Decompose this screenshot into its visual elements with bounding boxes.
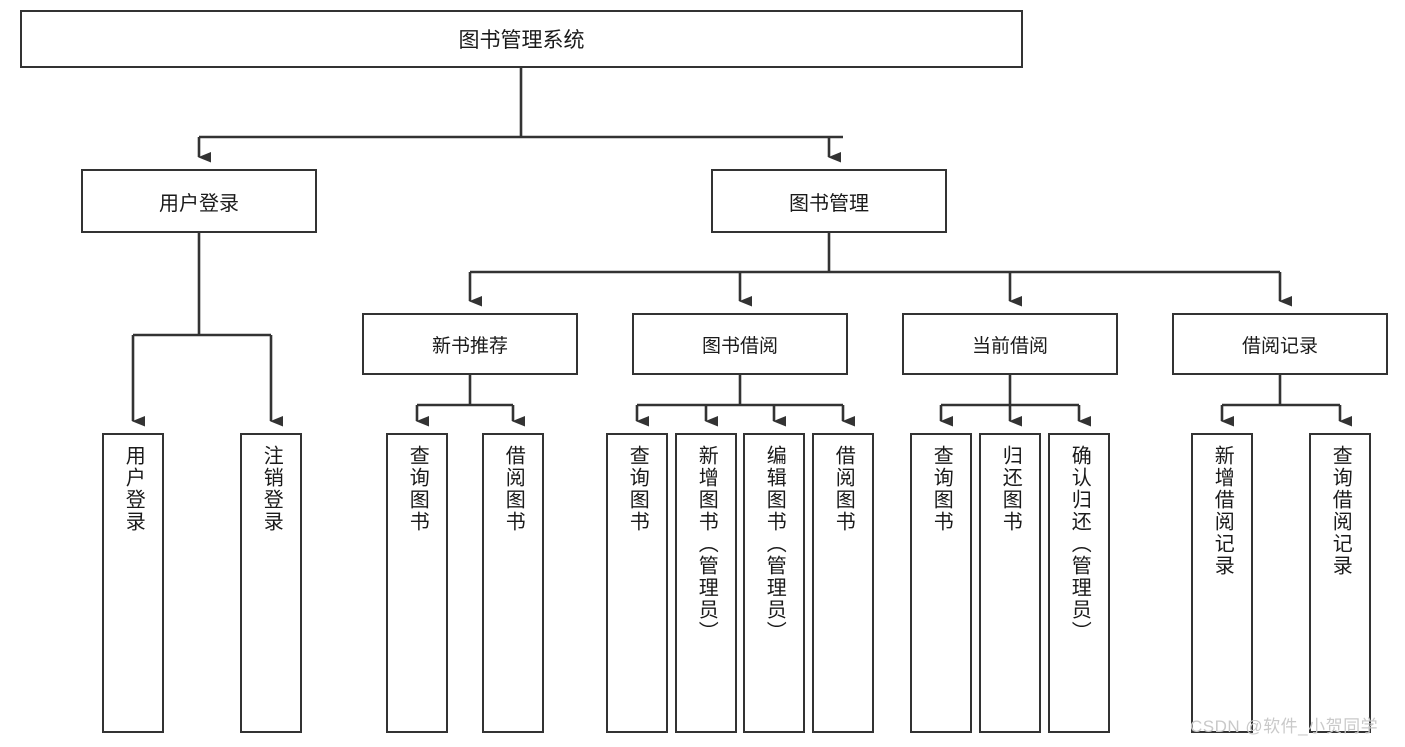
- leaf-edit-book-admin[interactable]: 编辑图书（管理员）: [743, 433, 805, 733]
- node-book-management[interactable]: 图书管理: [711, 169, 947, 233]
- node-current-borrow[interactable]: 当前借阅: [902, 313, 1118, 375]
- leaf-current-query-book[interactable]: 查询图书: [910, 433, 972, 733]
- node-user-login-label: 用户登录: [159, 192, 239, 215]
- node-current-borrow-label: 当前借阅: [971, 335, 1048, 357]
- leaf-borrow-query-book[interactable]: 查询图书: [606, 433, 668, 733]
- leaf-confirm-return-admin[interactable]: 确认归还（管理员）: [1048, 433, 1110, 733]
- leaf-recommend-borrow-book[interactable]: 借阅图书: [482, 433, 544, 733]
- leaf-add-borrow-record[interactable]: 新增借阅记录: [1191, 433, 1253, 733]
- node-book-borrow-label: 图书借阅: [701, 335, 778, 357]
- leaf-user-logout[interactable]: 注销登录: [240, 433, 302, 733]
- node-new-book-recommend-label: 新书推荐: [431, 335, 508, 357]
- leaf-add-book-admin[interactable]: 新增图书（管理员）: [675, 433, 737, 733]
- leaf-return-book-label: 归还图书: [999, 445, 1022, 533]
- node-root[interactable]: 图书管理系统: [20, 10, 1023, 68]
- leaf-user-login-label: 用户登录: [122, 445, 145, 533]
- leaf-confirm-return-admin-label: 确认归还（管理员）: [1068, 445, 1091, 643]
- node-root-label: 图书管理系统: [458, 29, 585, 52]
- leaf-query-borrow-record-label: 查询借阅记录: [1329, 445, 1352, 577]
- node-book-borrow[interactable]: 图书借阅: [632, 313, 848, 375]
- leaf-borrow-borrow-book[interactable]: 借阅图书: [812, 433, 874, 733]
- leaf-user-login[interactable]: 用户登录: [102, 433, 164, 733]
- node-book-management-label: 图书管理: [789, 192, 869, 215]
- leaf-add-borrow-record-label: 新增借阅记录: [1211, 445, 1234, 577]
- leaf-borrow-borrow-book-label: 借阅图书: [832, 445, 855, 533]
- node-new-book-recommend[interactable]: 新书推荐: [362, 313, 578, 375]
- node-borrow-record-label: 借阅记录: [1241, 335, 1318, 357]
- leaf-query-borrow-record[interactable]: 查询借阅记录: [1309, 433, 1371, 733]
- leaf-return-book[interactable]: 归还图书: [979, 433, 1041, 733]
- leaf-borrow-query-book-label: 查询图书: [626, 445, 649, 533]
- leaf-add-book-admin-label: 新增图书（管理员）: [695, 445, 718, 643]
- leaf-recommend-query-book[interactable]: 查询图书: [386, 433, 448, 733]
- leaf-current-query-book-label: 查询图书: [930, 445, 953, 533]
- leaf-recommend-borrow-book-label: 借阅图书: [502, 445, 525, 533]
- leaf-recommend-query-book-label: 查询图书: [406, 445, 429, 533]
- node-borrow-record[interactable]: 借阅记录: [1172, 313, 1388, 375]
- node-user-login[interactable]: 用户登录: [81, 169, 317, 233]
- leaf-user-logout-label: 注销登录: [260, 445, 283, 533]
- leaf-edit-book-admin-label: 编辑图书（管理员）: [763, 445, 786, 643]
